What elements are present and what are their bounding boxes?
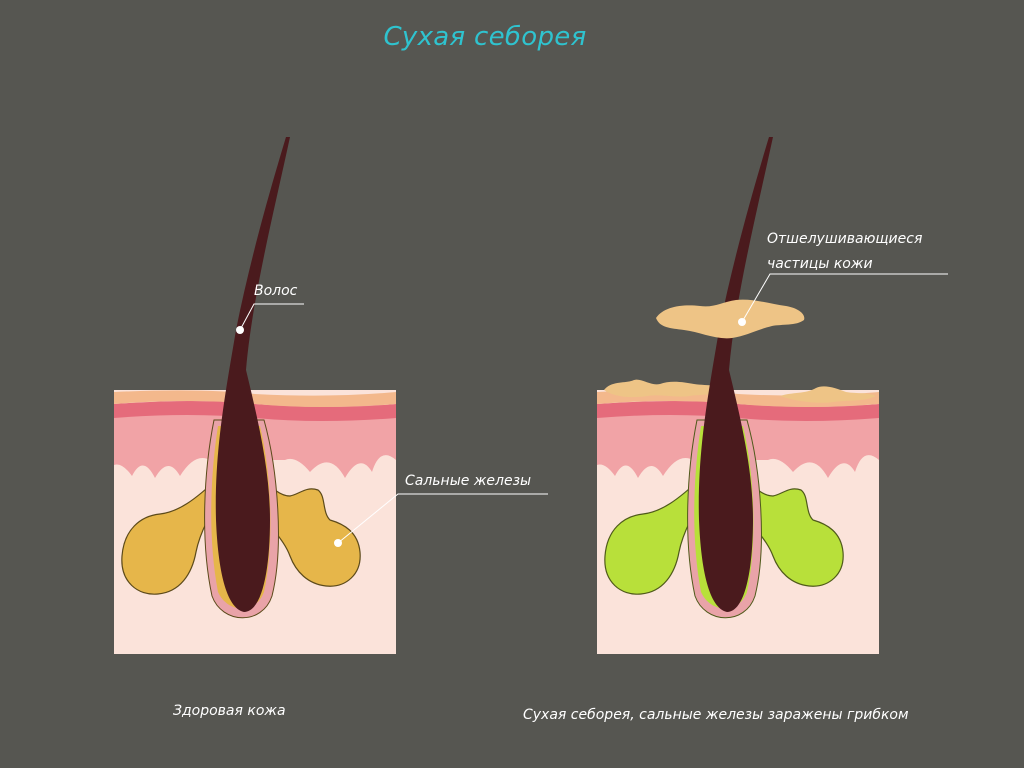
callout-dot-flakes bbox=[738, 318, 746, 326]
healthy-skin-panel bbox=[114, 137, 396, 654]
infected-skin-panel bbox=[597, 137, 879, 654]
callout-glands bbox=[337, 493, 548, 544]
skin-flake bbox=[604, 379, 732, 398]
label-flakes-line2: частицы кожи bbox=[767, 256, 873, 272]
caption-infected: Сухая себорея, сальные железы заражены г… bbox=[523, 707, 909, 723]
callout-lines bbox=[239, 273, 948, 544]
caption-healthy: Здоровая кожа bbox=[173, 703, 286, 719]
label-glands: Сальные железы bbox=[405, 473, 532, 489]
page-title: Сухая себорея bbox=[383, 22, 587, 52]
callout-dots bbox=[236, 318, 746, 547]
callout-hair bbox=[239, 303, 304, 331]
skin-flake bbox=[780, 386, 876, 403]
sebaceous-gland-left bbox=[121, 476, 223, 595]
hair-shaft bbox=[215, 137, 290, 612]
infected-gland-left bbox=[604, 476, 706, 595]
hair-shaft-infected bbox=[698, 137, 773, 612]
skin-surface bbox=[114, 390, 396, 407]
callout-flakes bbox=[741, 273, 948, 323]
callout-dot-glands bbox=[334, 539, 342, 547]
callout-dot-hair bbox=[236, 326, 244, 334]
floating-skin-flake bbox=[656, 299, 805, 339]
infected-gland-right bbox=[744, 476, 844, 587]
label-flakes-line1: Отшелушивающиеся bbox=[767, 231, 923, 247]
label-hair: Волос bbox=[254, 283, 298, 299]
